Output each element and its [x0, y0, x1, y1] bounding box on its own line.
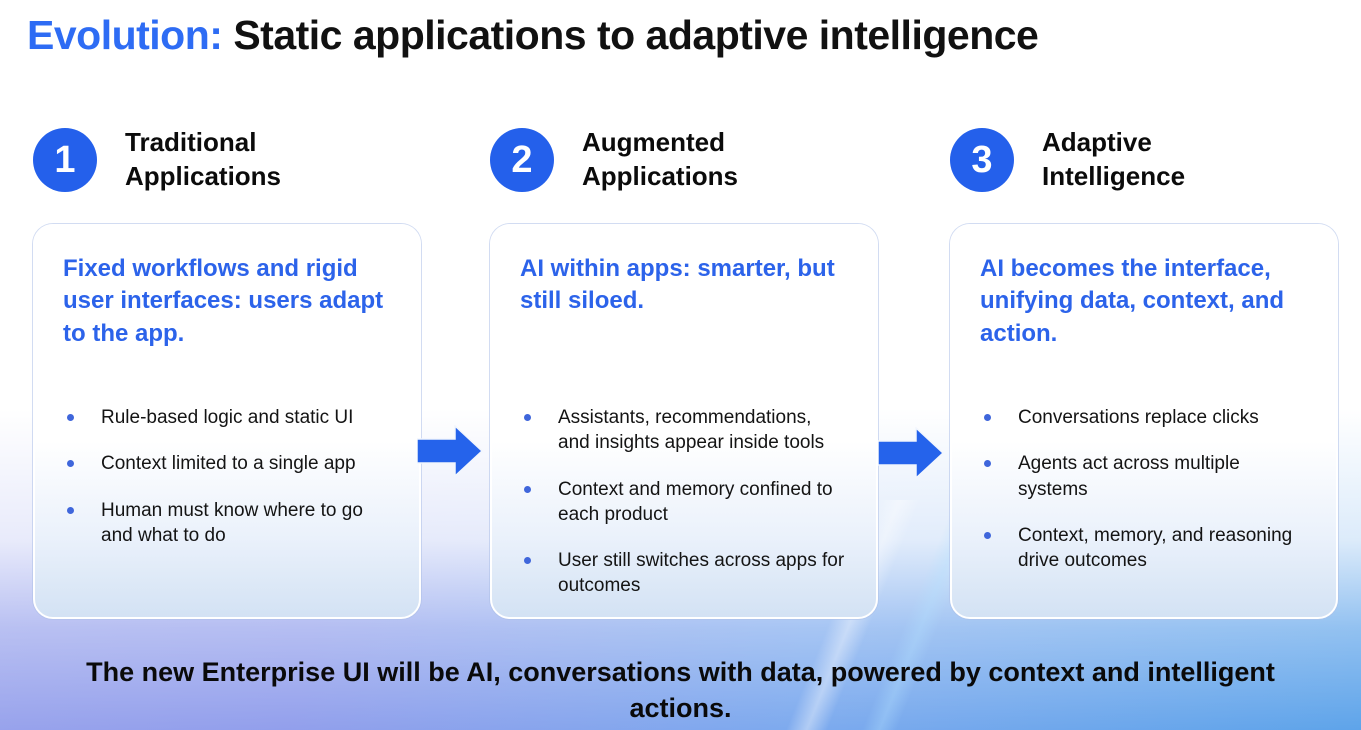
list-item: Rule-based logic and static UI — [63, 405, 391, 430]
footer: The new Enterprise UI will be AI, conver… — [0, 655, 1361, 727]
bullet-dot-icon — [67, 506, 74, 514]
bullet-list: Conversations replace clicks Agents act … — [980, 405, 1308, 573]
bullet-text: Context and memory confined to each prod… — [558, 478, 833, 525]
step-number-badge: 2 — [490, 128, 554, 192]
right-arrow-icon — [417, 425, 483, 477]
card-headline: AI within apps: smarter, but still siloe… — [520, 255, 835, 315]
column-traditional-applications: 1 Traditional Applications Fixed workflo… — [33, 124, 421, 619]
column-header: 1 Traditional Applications — [33, 124, 421, 196]
bullet-text: Agents act across multiple systems — [1018, 453, 1240, 500]
bullet-dot-icon — [984, 531, 991, 539]
column-header: 3 Adaptive Intelligence — [950, 124, 1338, 196]
page-title-highlight: Evolution: — [27, 12, 223, 58]
list-item: Context limited to a single app — [63, 451, 391, 476]
bullet-dot-icon — [67, 460, 74, 468]
bullet-text: Human must know where to go and what to … — [101, 499, 363, 546]
bullet-dot-icon — [524, 557, 531, 565]
card-augmented-applications: AI within apps: smarter, but still siloe… — [490, 224, 878, 619]
list-item: Human must know where to go and what to … — [63, 498, 391, 549]
column-adaptive-intelligence: 3 Adaptive Intelligence AI becomes the i… — [950, 124, 1338, 619]
bullet-text: Assistants, recommendations, and insight… — [558, 407, 825, 454]
bullet-list: Rule-based logic and static UI Context l… — [63, 405, 391, 548]
bullet-dot-icon — [984, 460, 991, 468]
column-title: Adaptive Intelligence — [1042, 127, 1186, 191]
list-item: User still switches across apps for outc… — [520, 548, 848, 599]
bullet-dot-icon — [984, 414, 991, 421]
right-arrow-icon — [878, 427, 944, 479]
bullet-text: Conversations replace clicks — [1018, 407, 1259, 428]
step-number-badge: 1 — [33, 128, 97, 192]
column-title: Augmented Applications — [582, 127, 739, 191]
bullet-dot-icon — [524, 414, 531, 421]
step-number-badge: 3 — [950, 128, 1014, 192]
list-item: Agents act across multiple systems — [980, 451, 1308, 502]
footer-statement: The new Enterprise UI will be AI, conver… — [86, 657, 1275, 723]
column-title: Traditional Applications — [125, 127, 282, 191]
page-title-rest: Static applications to adaptive intellig… — [222, 12, 1039, 58]
list-item: Assistants, recommendations, and insight… — [520, 405, 848, 456]
column-header: 2 Augmented Applications — [490, 124, 878, 196]
list-item: Conversations replace clicks — [980, 405, 1308, 430]
column-augmented-applications: 2 Augmented Applications AI within apps:… — [490, 124, 878, 619]
bullet-text: Rule-based logic and static UI — [101, 407, 354, 428]
bullet-text: User still switches across apps for outc… — [558, 550, 845, 597]
list-item: Context and memory confined to each prod… — [520, 477, 848, 528]
bullet-dot-icon — [67, 414, 74, 421]
bullet-dot-icon — [524, 485, 531, 493]
card-headline: AI becomes the interface, unifying data,… — [980, 255, 1285, 347]
card-headline: Fixed workflows and rigid user interface… — [63, 255, 384, 347]
card-adaptive-intelligence: AI becomes the interface, unifying data,… — [950, 224, 1338, 619]
list-item: Context, memory, and reasoning drive out… — [980, 523, 1308, 574]
bullet-text: Context limited to a single app — [101, 453, 356, 475]
bullet-list: Assistants, recommendations, and insight… — [520, 405, 848, 599]
bullet-text: Context, memory, and reasoning drive out… — [1018, 524, 1293, 572]
page-title: Evolution: Static applications to adapti… — [27, 12, 1039, 59]
card-traditional-applications: Fixed workflows and rigid user interface… — [33, 224, 421, 619]
